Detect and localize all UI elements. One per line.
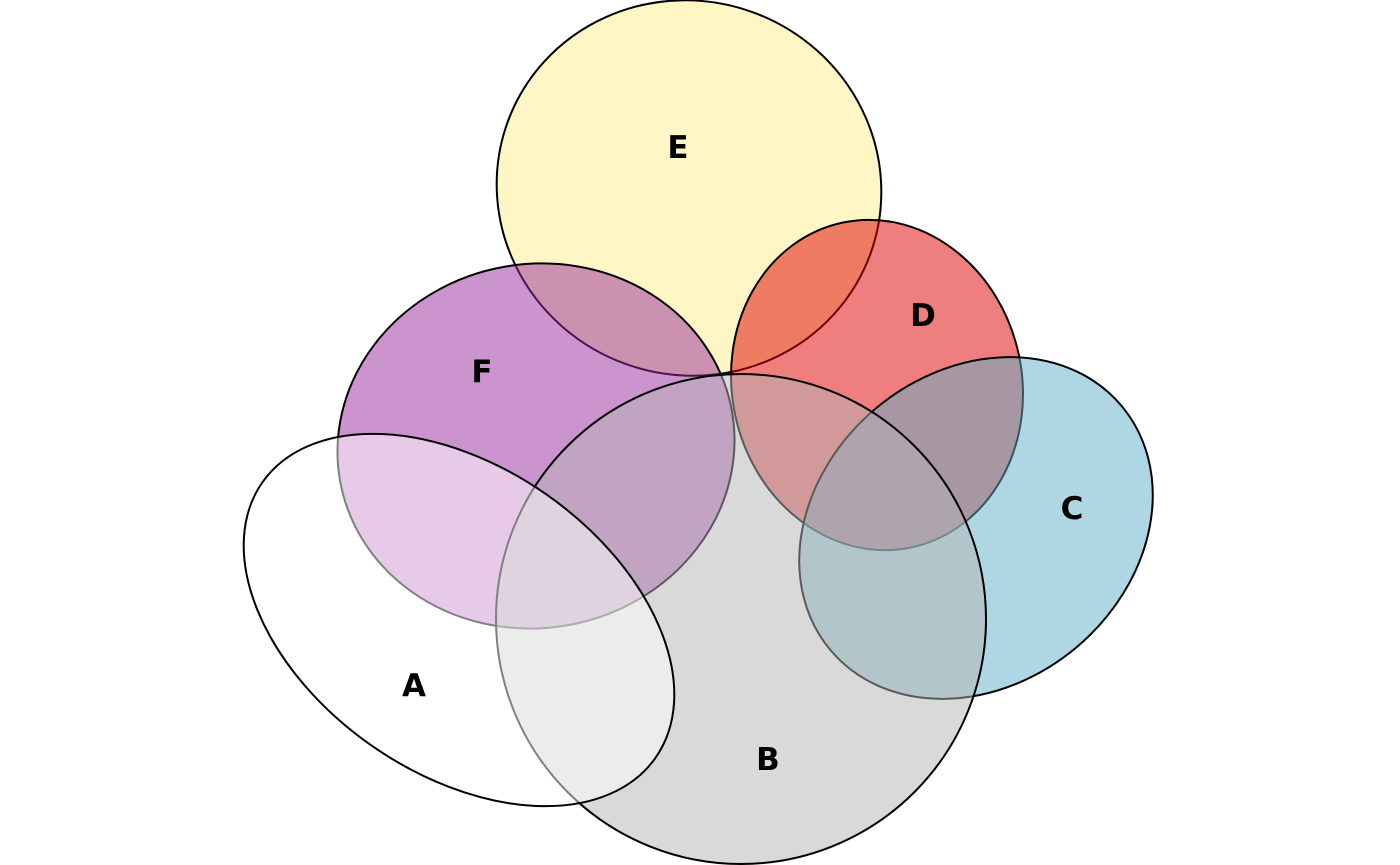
set-c-label: C [1061,491,1084,527]
set-f-label: F [471,354,492,390]
set-a-ellipse [242,432,676,808]
set-b-label: B [756,742,780,778]
set-d-label: D [910,298,936,334]
set-a-label: A [402,668,426,704]
set-e-label: E [667,130,688,166]
